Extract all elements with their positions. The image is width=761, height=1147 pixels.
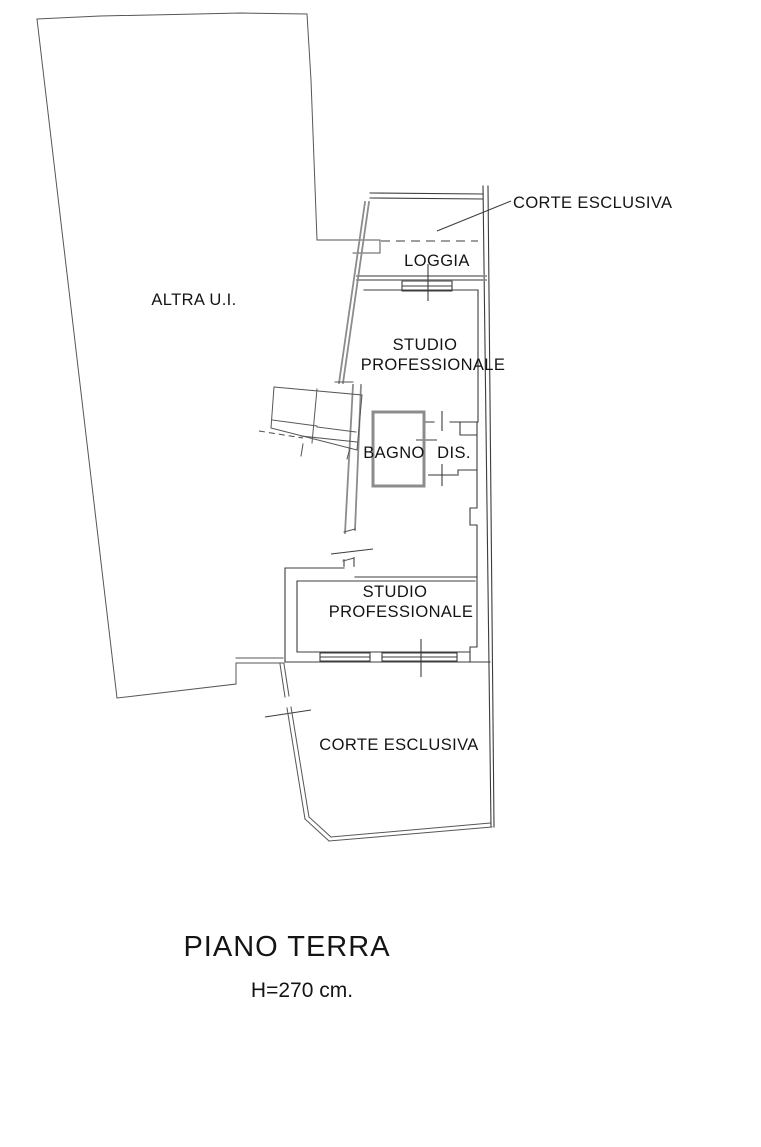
bagno-room [371,410,426,488]
title-block: PIANO TERRA H=270 cm. [183,931,390,1002]
altra-ui-unit [36,12,381,699]
corte-top-label: CORTE ESCLUSIVA [513,194,672,212]
altra-ui-label: ALTRA U.I. [151,291,236,309]
studio-lower-label-line1: STUDIO [363,583,428,601]
studio-upper-label-line2: PROFESSIONALE [361,356,506,374]
staircase-break-line [258,430,304,439]
page-title: PIANO TERRA [183,931,390,963]
dis-room [428,421,478,486]
studio-professionale-lower-room [284,469,491,677]
corte-esclusiva-top [369,192,512,242]
lower-studio-window-right [381,652,458,662]
dis-label: DIS. [437,444,471,462]
loggia-label: LOGGIA [404,252,470,270]
corte-bottom-label: CORTE ESCLUSIVA [319,736,478,754]
bagno-label: BAGNO [363,444,425,462]
corridor-wall [330,384,374,567]
separation-wall [334,200,371,385]
right-boundary-wall [482,185,495,828]
studio-professionale-upper-room [363,289,479,441]
corridor-door-tick [330,548,374,555]
staircase [258,386,363,460]
bagno-walls [371,410,426,488]
corte-esclusiva-bottom [264,663,493,842]
studio-upper-label-line1: STUDIO [393,336,458,354]
floor-height-note: H=270 cm. [251,979,353,1002]
loggia-window [401,280,453,292]
loggia-room [356,264,487,301]
corte-top-leader-line [436,200,512,232]
studio-lower-label-line2: PROFESSIONALE [329,603,474,621]
lower-studio-window-left [319,652,371,662]
